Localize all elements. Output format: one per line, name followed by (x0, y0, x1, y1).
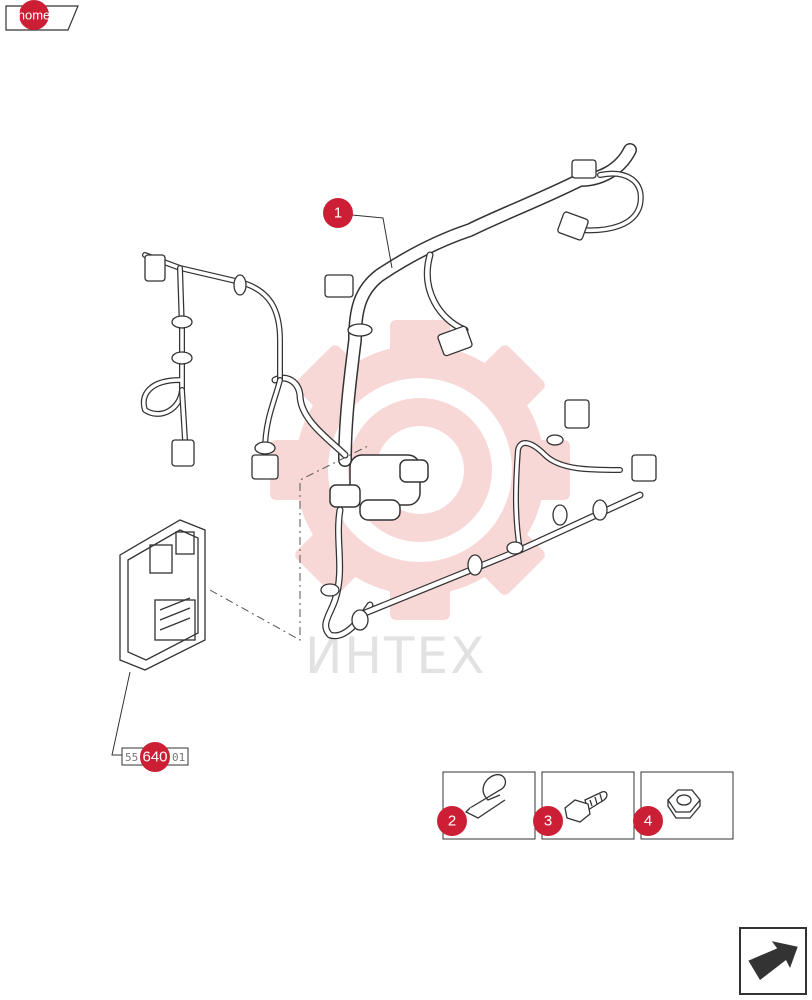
arrow-right-page-icon (747, 938, 799, 980)
home-label: home (18, 8, 51, 23)
callout-4-label: 4 (644, 813, 652, 830)
callout-1[interactable]: 1 (323, 198, 353, 228)
callout-2-label: 2 (448, 813, 456, 830)
callout-4[interactable]: 4 (633, 806, 663, 836)
part-box-clamp: 2 (437, 771, 536, 840)
callout-640-label: 640 (142, 749, 167, 766)
wiring-harness (140, 143, 657, 640)
part-box-nut: 4 (633, 771, 734, 840)
callout-2[interactable]: 2 (437, 806, 467, 836)
ecu-leader-line (111, 671, 131, 756)
ecu-module (119, 519, 206, 671)
ecu-reference-button[interactable]: 55 01 640 (121, 742, 189, 772)
bolt-icon (564, 790, 608, 823)
ecu-ref-right: 01 (172, 751, 185, 764)
ecu-ref-left: 55 (125, 751, 138, 764)
ecu-link-dashes (209, 444, 371, 641)
part-box-bolt: 3 (533, 771, 635, 840)
clamp-icon (464, 773, 507, 819)
nut-icon (667, 789, 701, 819)
callout-1-leader (351, 214, 393, 269)
home-button[interactable]: home (5, 0, 79, 31)
callout-3-label: 3 (544, 813, 552, 830)
callout-1-label: 1 (334, 205, 342, 222)
callout-3[interactable]: 3 (533, 806, 563, 836)
next-page-button[interactable] (739, 927, 807, 995)
